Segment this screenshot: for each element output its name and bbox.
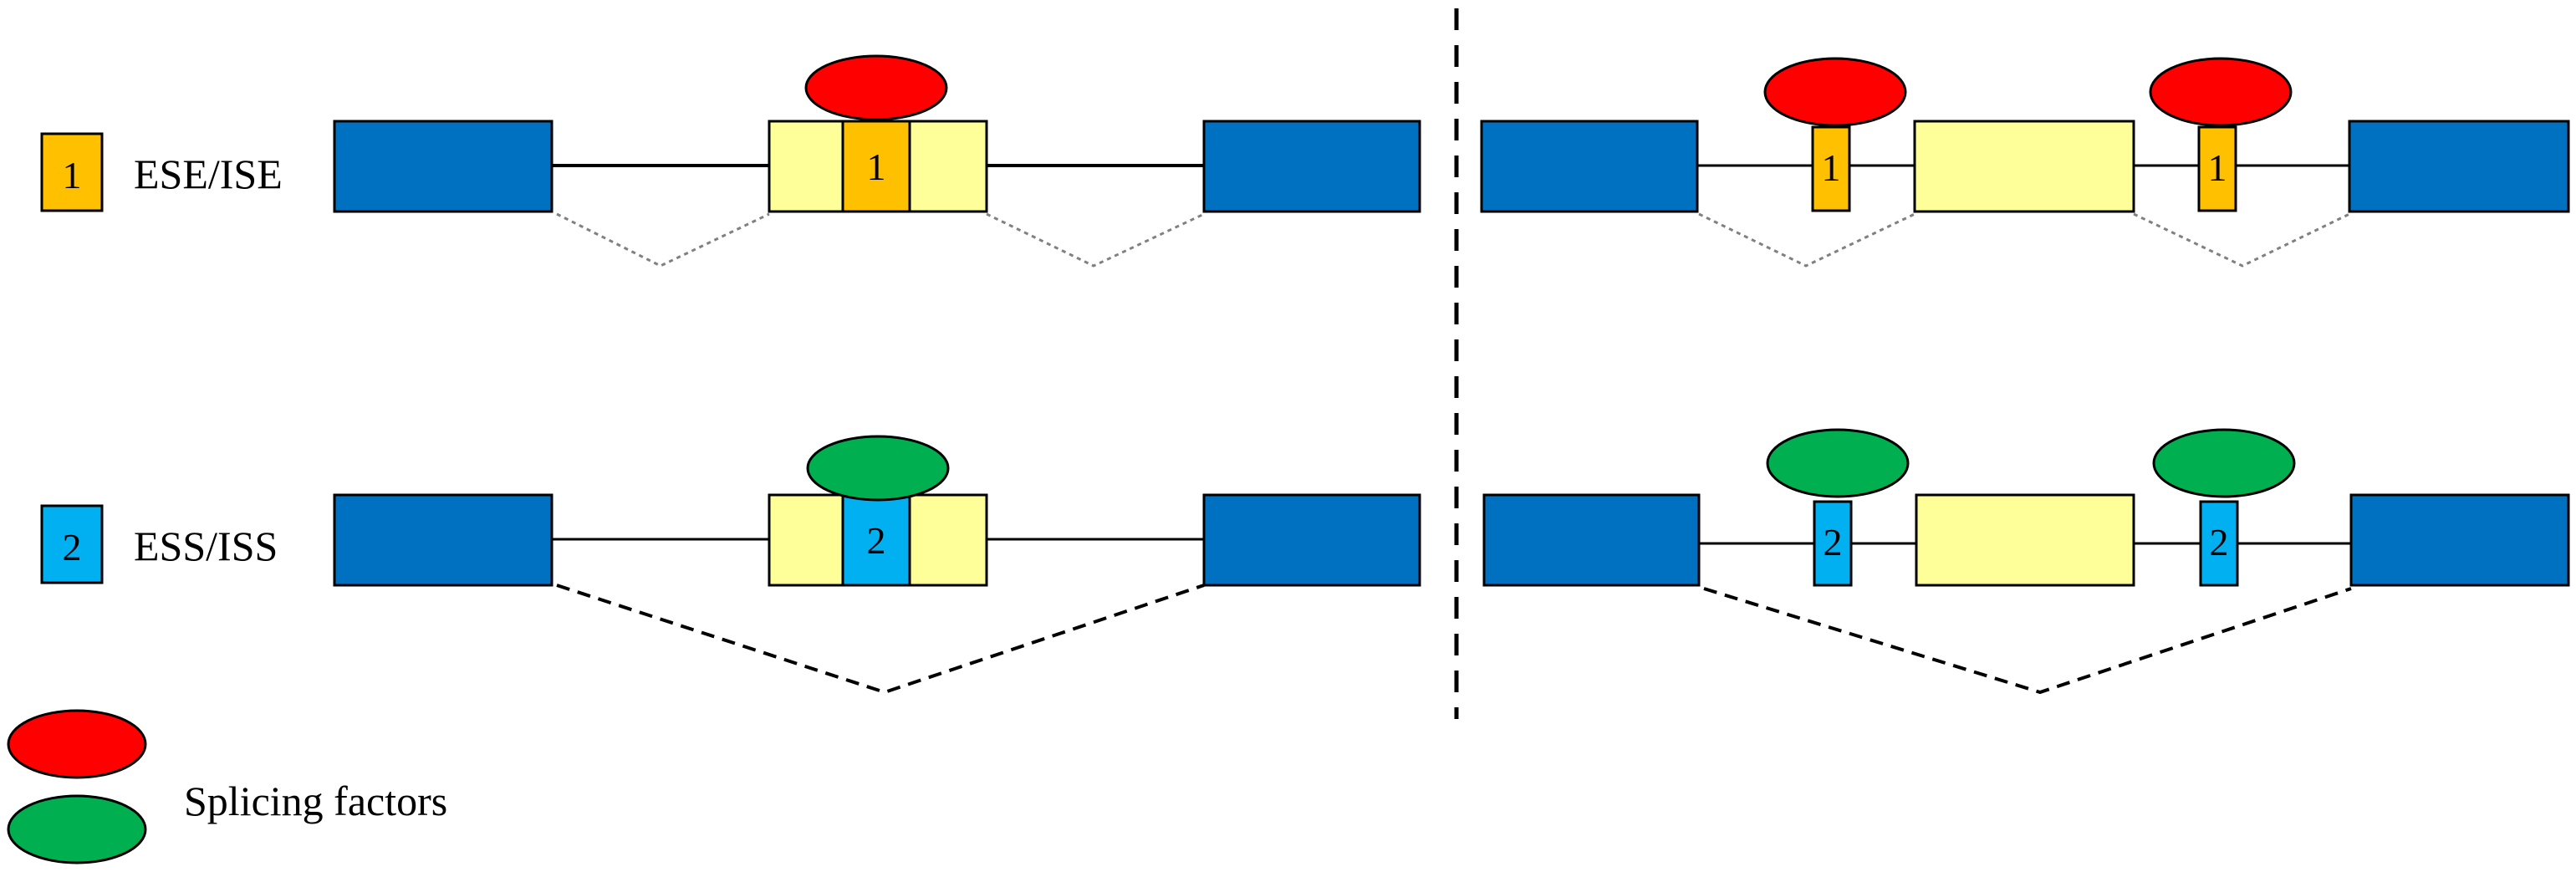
key-enhancer-label: ESE/ISE (134, 150, 283, 197)
splice-path-inclusion (1698, 212, 1915, 268)
alternative-exon (1915, 493, 2135, 587)
splicing-factor (1763, 57, 1907, 127)
splicing-factor (804, 54, 948, 121)
splice-path-skipping (1703, 587, 2352, 695)
key-enhancer-number: 1 (63, 154, 82, 196)
splicing-factor (2152, 428, 2296, 498)
constitutive-exon-upstream (1482, 493, 1701, 587)
constitutive-exon-downstream (1202, 493, 1421, 587)
silencer-element (1813, 500, 1853, 587)
row-enhancer: 1 ESE/ISE 1 1 1 (40, 54, 2570, 268)
splice-path-inclusion (986, 212, 1205, 268)
constitutive-exon-upstream (333, 493, 553, 587)
panel-right-enhancer: 1 1 (1480, 57, 2570, 268)
splicing-factor (2149, 57, 2293, 127)
enhancer-element-number: 1 (1822, 146, 1841, 189)
key-enhancer-box (40, 132, 104, 212)
key-silencer-number: 2 (63, 526, 82, 569)
constitutive-exon-upstream (333, 120, 553, 213)
enhancer-element (1811, 125, 1851, 212)
splicing-factor (806, 435, 950, 502)
key-silencer: 2 ESS/ISS (40, 504, 278, 584)
splice-path-inclusion (2133, 212, 2350, 268)
splicing-factor (1766, 428, 1910, 498)
panel-left-enhancer: 1 (333, 54, 1421, 268)
enhancer-element (2197, 125, 2237, 212)
silencer-element-number: 2 (867, 519, 886, 562)
silencer-element-number: 2 (2210, 521, 2229, 563)
splice-path-skipping (556, 584, 1205, 695)
alternative-exon (1913, 120, 2135, 213)
silencer-element (2199, 500, 2239, 587)
key-enhancer: 1 ESE/ISE (40, 132, 283, 212)
panel-right-silencer: 2 2 (1482, 428, 2570, 695)
legend-label: Splicing factors (184, 778, 447, 824)
row-silencer: 2 ESS/ISS 2 2 2 (40, 428, 2570, 695)
constitutive-exon-downstream (2348, 120, 2570, 213)
constitutive-exon-downstream (2349, 493, 2570, 587)
constitutive-exon-downstream (1202, 120, 1421, 213)
legend-silencer-factor (7, 794, 147, 864)
constitutive-exon-upstream (1480, 120, 1699, 213)
enhancer-element (841, 120, 911, 213)
enhancer-element-number: 1 (2208, 146, 2227, 189)
legend: Splicing factors (7, 709, 447, 864)
silencer-element-number: 2 (1824, 521, 1843, 563)
splice-path-inclusion (556, 212, 770, 268)
panel-left-silencer: 2 (333, 435, 1421, 695)
enhancer-element-number: 1 (867, 145, 886, 188)
key-silencer-label: ESS/ISS (134, 523, 278, 569)
key-silencer-box (40, 504, 104, 584)
legend-enhancer-factor (7, 709, 147, 779)
